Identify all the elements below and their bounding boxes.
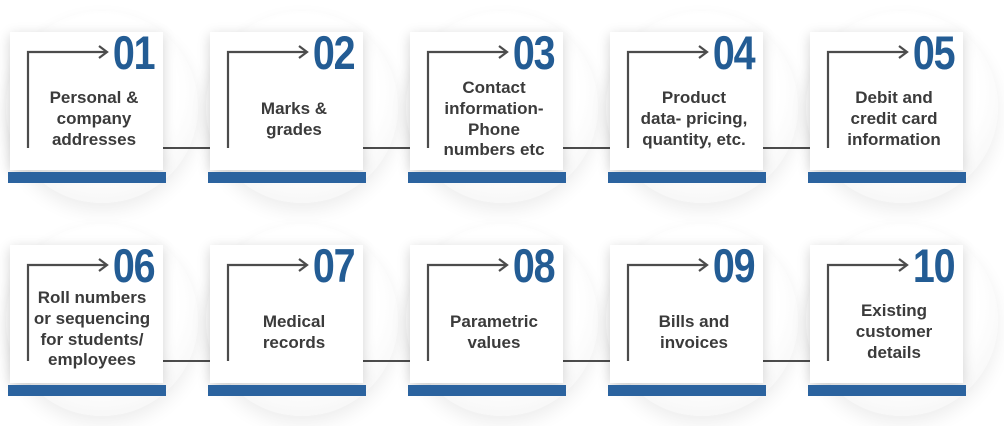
step-arrow-icon [826, 45, 909, 148]
step-cell-1: 01 Personal & company addresses [2, 0, 202, 213]
step-label: Bills and invoices [658, 311, 730, 352]
step-connector-line [361, 147, 430, 149]
step-arrow-icon [226, 258, 309, 361]
step-connector-line [161, 360, 230, 362]
accent-bar [8, 385, 166, 396]
step-connector-line [561, 360, 630, 362]
step-arrow-icon [26, 45, 109, 148]
step-label: Existing customer details [855, 301, 933, 362]
step-number: 03 [512, 26, 556, 79]
step-arrow-icon [626, 258, 709, 361]
step-label: Contact information- Phone numbers etc [443, 78, 545, 160]
step-cell-3: 03 Contact information- Phone numbers et… [361, 0, 602, 213]
step-connector-line [761, 360, 830, 362]
step-number: 08 [512, 239, 556, 292]
step-number: 04 [712, 26, 756, 79]
step-cell-9: 09 Bills and invoices [561, 213, 802, 426]
step-connector-line [561, 147, 630, 149]
step-card: 08 Parametric values [410, 239, 563, 383]
step-card: 10 Existing customer details [810, 239, 963, 383]
step-card: 05 Debit and credit card information [810, 26, 963, 170]
step-label: Parametric values [450, 311, 538, 352]
accent-bar [808, 172, 966, 183]
step-number: 06 [112, 239, 156, 292]
step-label: Personal & company addresses [49, 88, 139, 149]
step-label: Roll numbers or sequencing for students/… [33, 288, 151, 370]
step-number: 02 [312, 26, 356, 79]
step-number: 10 [912, 239, 956, 292]
step-number: 07 [312, 239, 356, 292]
step-arrow-icon [426, 45, 509, 148]
step-label: Product data- pricing, quantity, etc. [640, 88, 748, 149]
step-cell-10: 10 Existing customer details [761, 213, 1002, 426]
step-arrow-icon [26, 258, 109, 361]
step-arrow-icon [426, 258, 509, 361]
step-arrow-icon [826, 258, 909, 361]
step-card: 09 Bills and invoices [610, 239, 763, 383]
step-number: 05 [912, 26, 956, 79]
step-cell-2: 02 Marks & grades [161, 0, 402, 213]
accent-bar [208, 172, 366, 183]
accent-bar [608, 172, 766, 183]
accent-bar [608, 385, 766, 396]
step-arrow-icon [626, 45, 709, 148]
step-label: Medical records [262, 311, 326, 352]
step-cell-5: 05 Debit and credit card information [761, 0, 1002, 213]
step-card: 01 Personal & company addresses [10, 26, 163, 170]
step-cell-8: 08 Parametric values [361, 213, 602, 426]
step-arrow-icon [226, 45, 309, 148]
step-connector-line [761, 147, 830, 149]
step-card: 02 Marks & grades [210, 26, 363, 170]
step-connector-line [161, 147, 230, 149]
step-cell-6: 06 Roll numbers or sequencing for studen… [2, 213, 202, 426]
step-card: 07 Medical records [210, 239, 363, 383]
step-card: 04 Product data- pricing, quantity, etc. [610, 26, 763, 170]
step-number: 09 [712, 239, 756, 292]
step-connector-line [361, 360, 430, 362]
accent-bar [808, 385, 966, 396]
step-cell-7: 07 Medical records [161, 213, 402, 426]
step-cell-4: 04 Product data- pricing, quantity, etc. [561, 0, 802, 213]
step-label: Marks & grades [260, 98, 328, 139]
accent-bar [208, 385, 366, 396]
step-card: 06 Roll numbers or sequencing for studen… [10, 239, 163, 383]
accent-bar [8, 172, 166, 183]
step-card: 03 Contact information- Phone numbers et… [410, 26, 563, 170]
accent-bar [408, 385, 566, 396]
step-number: 01 [112, 26, 156, 79]
step-label: Debit and credit card information [847, 88, 941, 149]
accent-bar [408, 172, 566, 183]
